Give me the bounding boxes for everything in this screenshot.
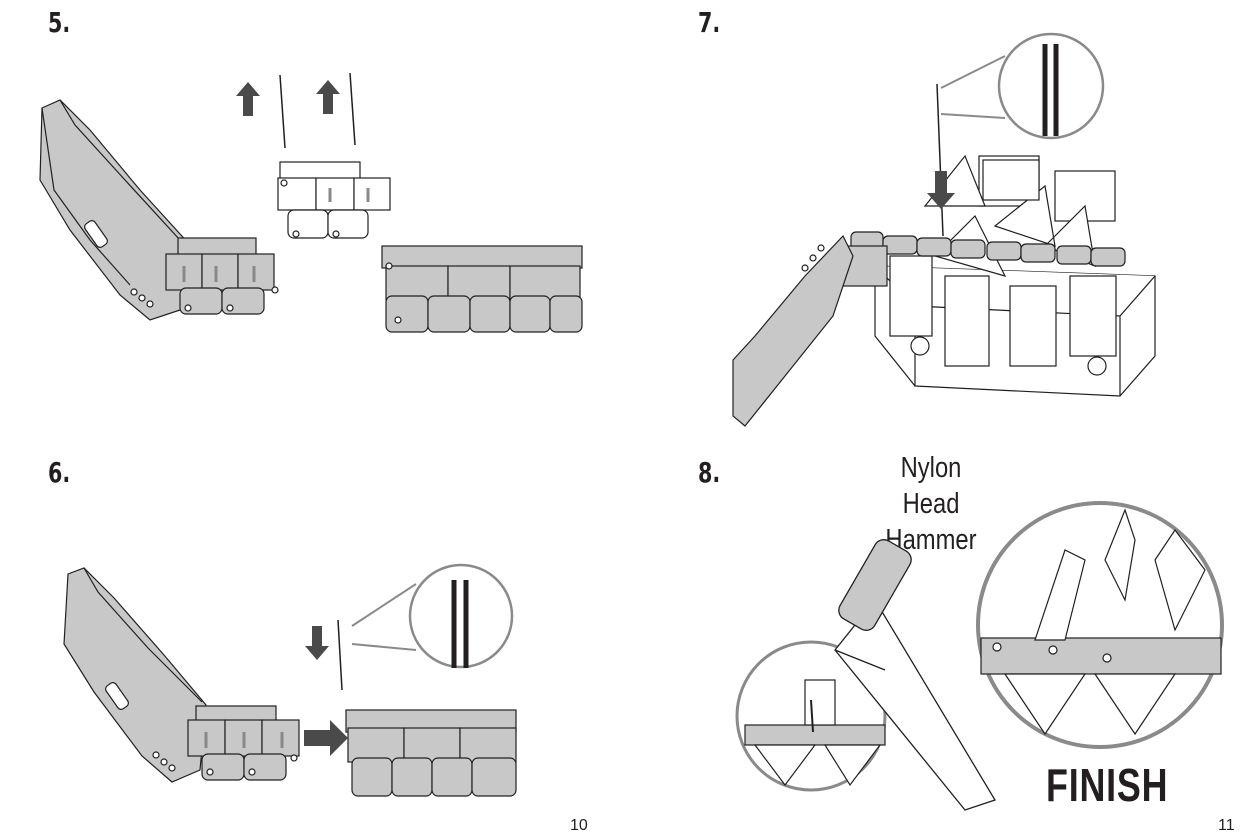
hammer-label-line1: Nylon Head — [900, 452, 962, 520]
step-6-illustration — [63, 563, 517, 797]
push-down-arrow — [305, 626, 329, 660]
step-6-number: 6. — [48, 456, 71, 489]
magnifier-step7 — [940, 32, 1105, 140]
step-5-illustration — [39, 72, 583, 333]
push-right-arrow — [304, 720, 348, 756]
step-7-number: 7. — [698, 6, 721, 39]
magnifier-step6 — [351, 563, 514, 669]
finish-label: FINISH — [1046, 759, 1169, 811]
step-7-illustration — [732, 32, 1156, 427]
magnifier-large — [976, 501, 1224, 749]
hammer-icon — [834, 539, 996, 811]
page-number-right: 11 — [1218, 817, 1235, 834]
magnifier-small — [735, 640, 887, 792]
page-number-left: 10 — [570, 817, 588, 834]
hammer-label: Nylon Head Hammer — [870, 450, 993, 558]
step-5-number: 5. — [48, 6, 71, 39]
step-8-number: 8. — [698, 456, 721, 489]
step-8-illustration — [735, 501, 1224, 811]
clasp — [39, 99, 191, 321]
